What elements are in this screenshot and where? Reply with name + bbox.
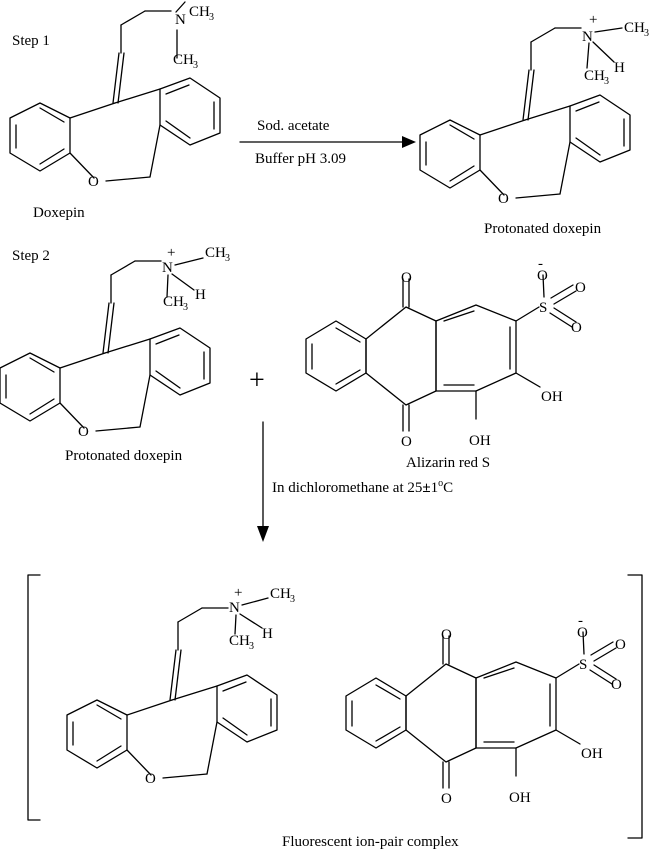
reaction-arrow-step2	[257, 421, 269, 542]
sulfonate-oxygen: O	[611, 677, 622, 693]
sulfonate-oxygen: O	[571, 320, 582, 336]
ion-pair-alizarin-structure: O O S O - O O OH OH	[345, 613, 626, 807]
sulfur-atom: S	[579, 657, 587, 673]
protonated-doxepin-structure-step2: + N CH 3 CH 3 H O	[0, 245, 230, 440]
doxepin-structure: N CH 3 CH 3 O	[9, 1, 221, 190]
bracket-left	[27, 574, 41, 821]
protonated-doxepin-name-step1: Protonated doxepin	[484, 221, 602, 237]
complex-name: Fluorescent ion-pair complex	[282, 834, 459, 850]
sulfonate-oxygen: O	[577, 625, 588, 641]
amine-nitrogen: N	[175, 12, 186, 28]
methyl-group: CH	[584, 68, 605, 84]
methyl-group: CH	[163, 294, 184, 310]
hydroxyl-group: OH	[509, 790, 531, 806]
methyl-group: CH	[189, 4, 210, 20]
hydroxyl-group: OH	[469, 433, 491, 449]
methyl-subscript: 3	[290, 594, 295, 605]
carbonyl-oxygen: O	[401, 434, 412, 450]
positive-charge: +	[589, 12, 597, 28]
methyl-subscript: 3	[193, 60, 198, 71]
methyl-subscript: 3	[209, 12, 214, 23]
methyl-subscript: 3	[644, 28, 649, 39]
hydroxyl-group: OH	[541, 389, 563, 405]
ammonium-hydrogen: H	[614, 60, 625, 76]
protonated-doxepin-name-step2: Protonated doxepin	[65, 448, 183, 464]
methyl-subscript: 3	[249, 641, 254, 652]
methyl-group: CH	[173, 52, 194, 68]
methyl-group: CH	[205, 245, 226, 261]
sulfonate-oxygen: O	[615, 637, 626, 653]
step1-label: Step 1	[12, 33, 50, 49]
methyl-subscript: 3	[225, 253, 230, 264]
methyl-group: CH	[229, 633, 250, 649]
ring-oxygen: O	[145, 771, 156, 787]
ion-pair-doxepin-structure: + N CH 3 CH 3 H O	[66, 585, 295, 787]
methyl-group: CH	[270, 586, 291, 602]
bracket-right	[627, 574, 643, 839]
positive-charge: +	[234, 585, 242, 601]
ring-oxygen: O	[498, 191, 509, 207]
positive-charge: +	[167, 245, 175, 261]
methyl-group: CH	[624, 20, 645, 36]
ammonium-hydrogen: H	[195, 287, 206, 303]
sulfonate-oxygen: O	[575, 280, 586, 296]
ammonium-hydrogen: H	[262, 626, 273, 642]
carbonyl-oxygen: O	[441, 627, 452, 643]
reaction-conditions: In dichloromethane at 25±1oC	[272, 478, 453, 496]
hydroxyl-group: OH	[581, 746, 603, 762]
negative-charge: -	[538, 256, 543, 272]
methyl-subscript: 3	[183, 302, 188, 313]
alizarin-red-s-structure: O O S O - O O OH OH	[305, 256, 586, 450]
amine-nitrogen: N	[229, 600, 240, 616]
protonated-doxepin-structure-step1: + N CH 3 CH 3 H O	[419, 12, 649, 207]
carbonyl-oxygen: O	[401, 270, 412, 286]
reagent-sodium-acetate: Sod. acetate	[257, 118, 330, 134]
ring-oxygen: O	[78, 424, 89, 440]
amine-nitrogen: N	[162, 260, 173, 276]
ring-oxygen: O	[88, 174, 99, 190]
plus-sign: +	[249, 365, 265, 396]
alizarin-name: Alizarin red S	[406, 455, 490, 471]
sulfur-atom: S	[539, 300, 547, 316]
doxepin-name: Doxepin	[33, 205, 85, 221]
sulfonate-oxygen: O	[537, 268, 548, 284]
negative-charge: -	[578, 613, 583, 629]
amine-nitrogen: N	[582, 29, 593, 45]
carbonyl-oxygen: O	[441, 791, 452, 807]
reagent-buffer: Buffer pH 3.09	[255, 151, 346, 167]
methyl-subscript: 3	[604, 76, 609, 87]
step2-label: Step 2	[12, 248, 50, 264]
reaction-arrow-step1	[239, 136, 416, 148]
